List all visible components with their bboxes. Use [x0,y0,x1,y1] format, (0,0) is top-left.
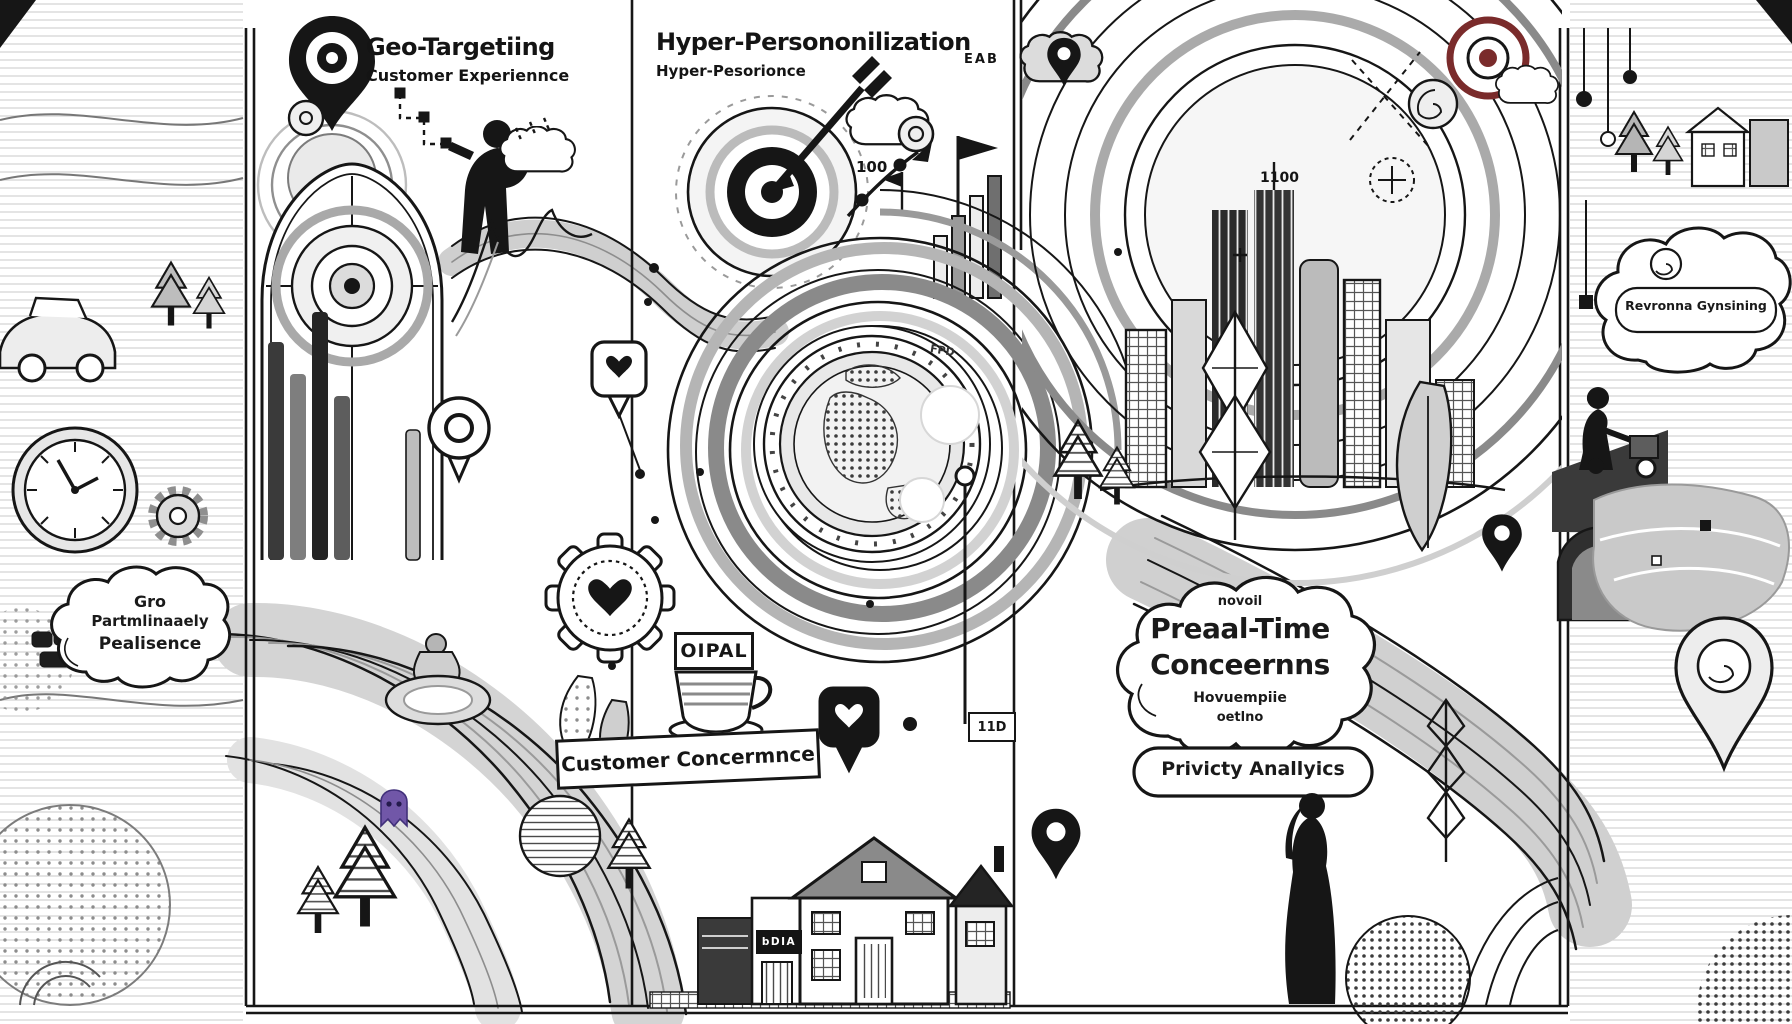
geo-arch-target [260,162,444,561]
cloud-small-top: novoil [1217,594,1263,609]
globe-icon [753,325,991,563]
cloud-line1: Preaal-Time [1150,612,1330,645]
heart-pin-icon [590,340,648,479]
round-bush-icon [518,794,602,878]
rising-arrow [846,142,932,218]
map-pin-icon [1482,514,1522,572]
city-cloud-pin [1019,30,1104,87]
house-icon [787,836,961,1006]
margin-skyline-doodle [1614,106,1789,188]
hyper-corner-label: EAB [964,52,999,67]
cloud-icon [499,126,576,173]
target-dart-icon [675,56,892,289]
chart-value-label: 100 [856,158,888,176]
realtime-cloud-bubble [1116,575,1376,756]
left-cloud-bubble [50,565,231,689]
margin-bottom-dots [1586,388,1792,1024]
dotted-bush [1345,915,1471,1024]
oipal-badge: OIPAL [674,632,754,670]
geo-title: Geo-Targetiing [366,33,555,61]
gear-icon [148,486,208,546]
hyper-subtitle: Hyper-Pesorionce [656,62,806,80]
cloud-line2: Conceernns [1150,648,1330,681]
post-label: 11D [968,712,1016,742]
cloud-small1: Hovuempiie [1193,690,1287,706]
circle-pin-icon [427,396,491,484]
house-sign: bDIA [756,930,802,954]
pine-tree-icon [296,865,340,935]
cloud-icon [1495,64,1560,105]
privacy-pill-shape [1132,746,1374,798]
map-blob [1592,483,1790,632]
right-cloud-label: Revronna Gynsining [1625,298,1767,313]
leaf-tree-icon [1395,380,1453,553]
signal-post [954,465,976,724]
clock-icon [11,426,139,554]
left-cloud-line2: Pealisence [98,634,202,654]
geometric-tree-icon [1198,309,1272,540]
margin-cloud-bubble [1594,226,1792,374]
skyline-label: 1100 [1260,170,1299,186]
hanging-nodes [1576,28,1637,309]
compass-doodle [1369,157,1415,203]
dashed-route [394,87,452,149]
left-cloud-line1: Partmlinaaely [91,612,209,630]
small-house-icon [947,846,1015,1006]
map-pin-icon [1031,808,1081,880]
photo-target-icon [897,115,935,153]
ghost-icon [380,789,408,828]
hill-lines [1461,877,1559,1006]
cloud-small2: oetlno [1216,710,1264,725]
left-cloud-line0: Gro [133,592,166,611]
hyper-title: Hyper-Persononilization [656,28,971,56]
car-icon [0,296,117,383]
spiral-badge-icon [1407,78,1459,130]
trend-squiggle [450,117,593,337]
heart-location-pin-icon [818,686,880,774]
outline-pin-icon [1674,616,1774,773]
chevron-plant [1426,697,1466,862]
privacy-pill-label: Privicty Anallyics [1161,758,1345,780]
fountain-pond [384,633,492,726]
geo-subtitle: Customer Experiennce [366,66,570,85]
gear-heart-icon [544,532,676,664]
connector-dots [608,248,1247,731]
woman-silhouette [1285,793,1336,1004]
dashed-cross-lines [1349,51,1431,149]
